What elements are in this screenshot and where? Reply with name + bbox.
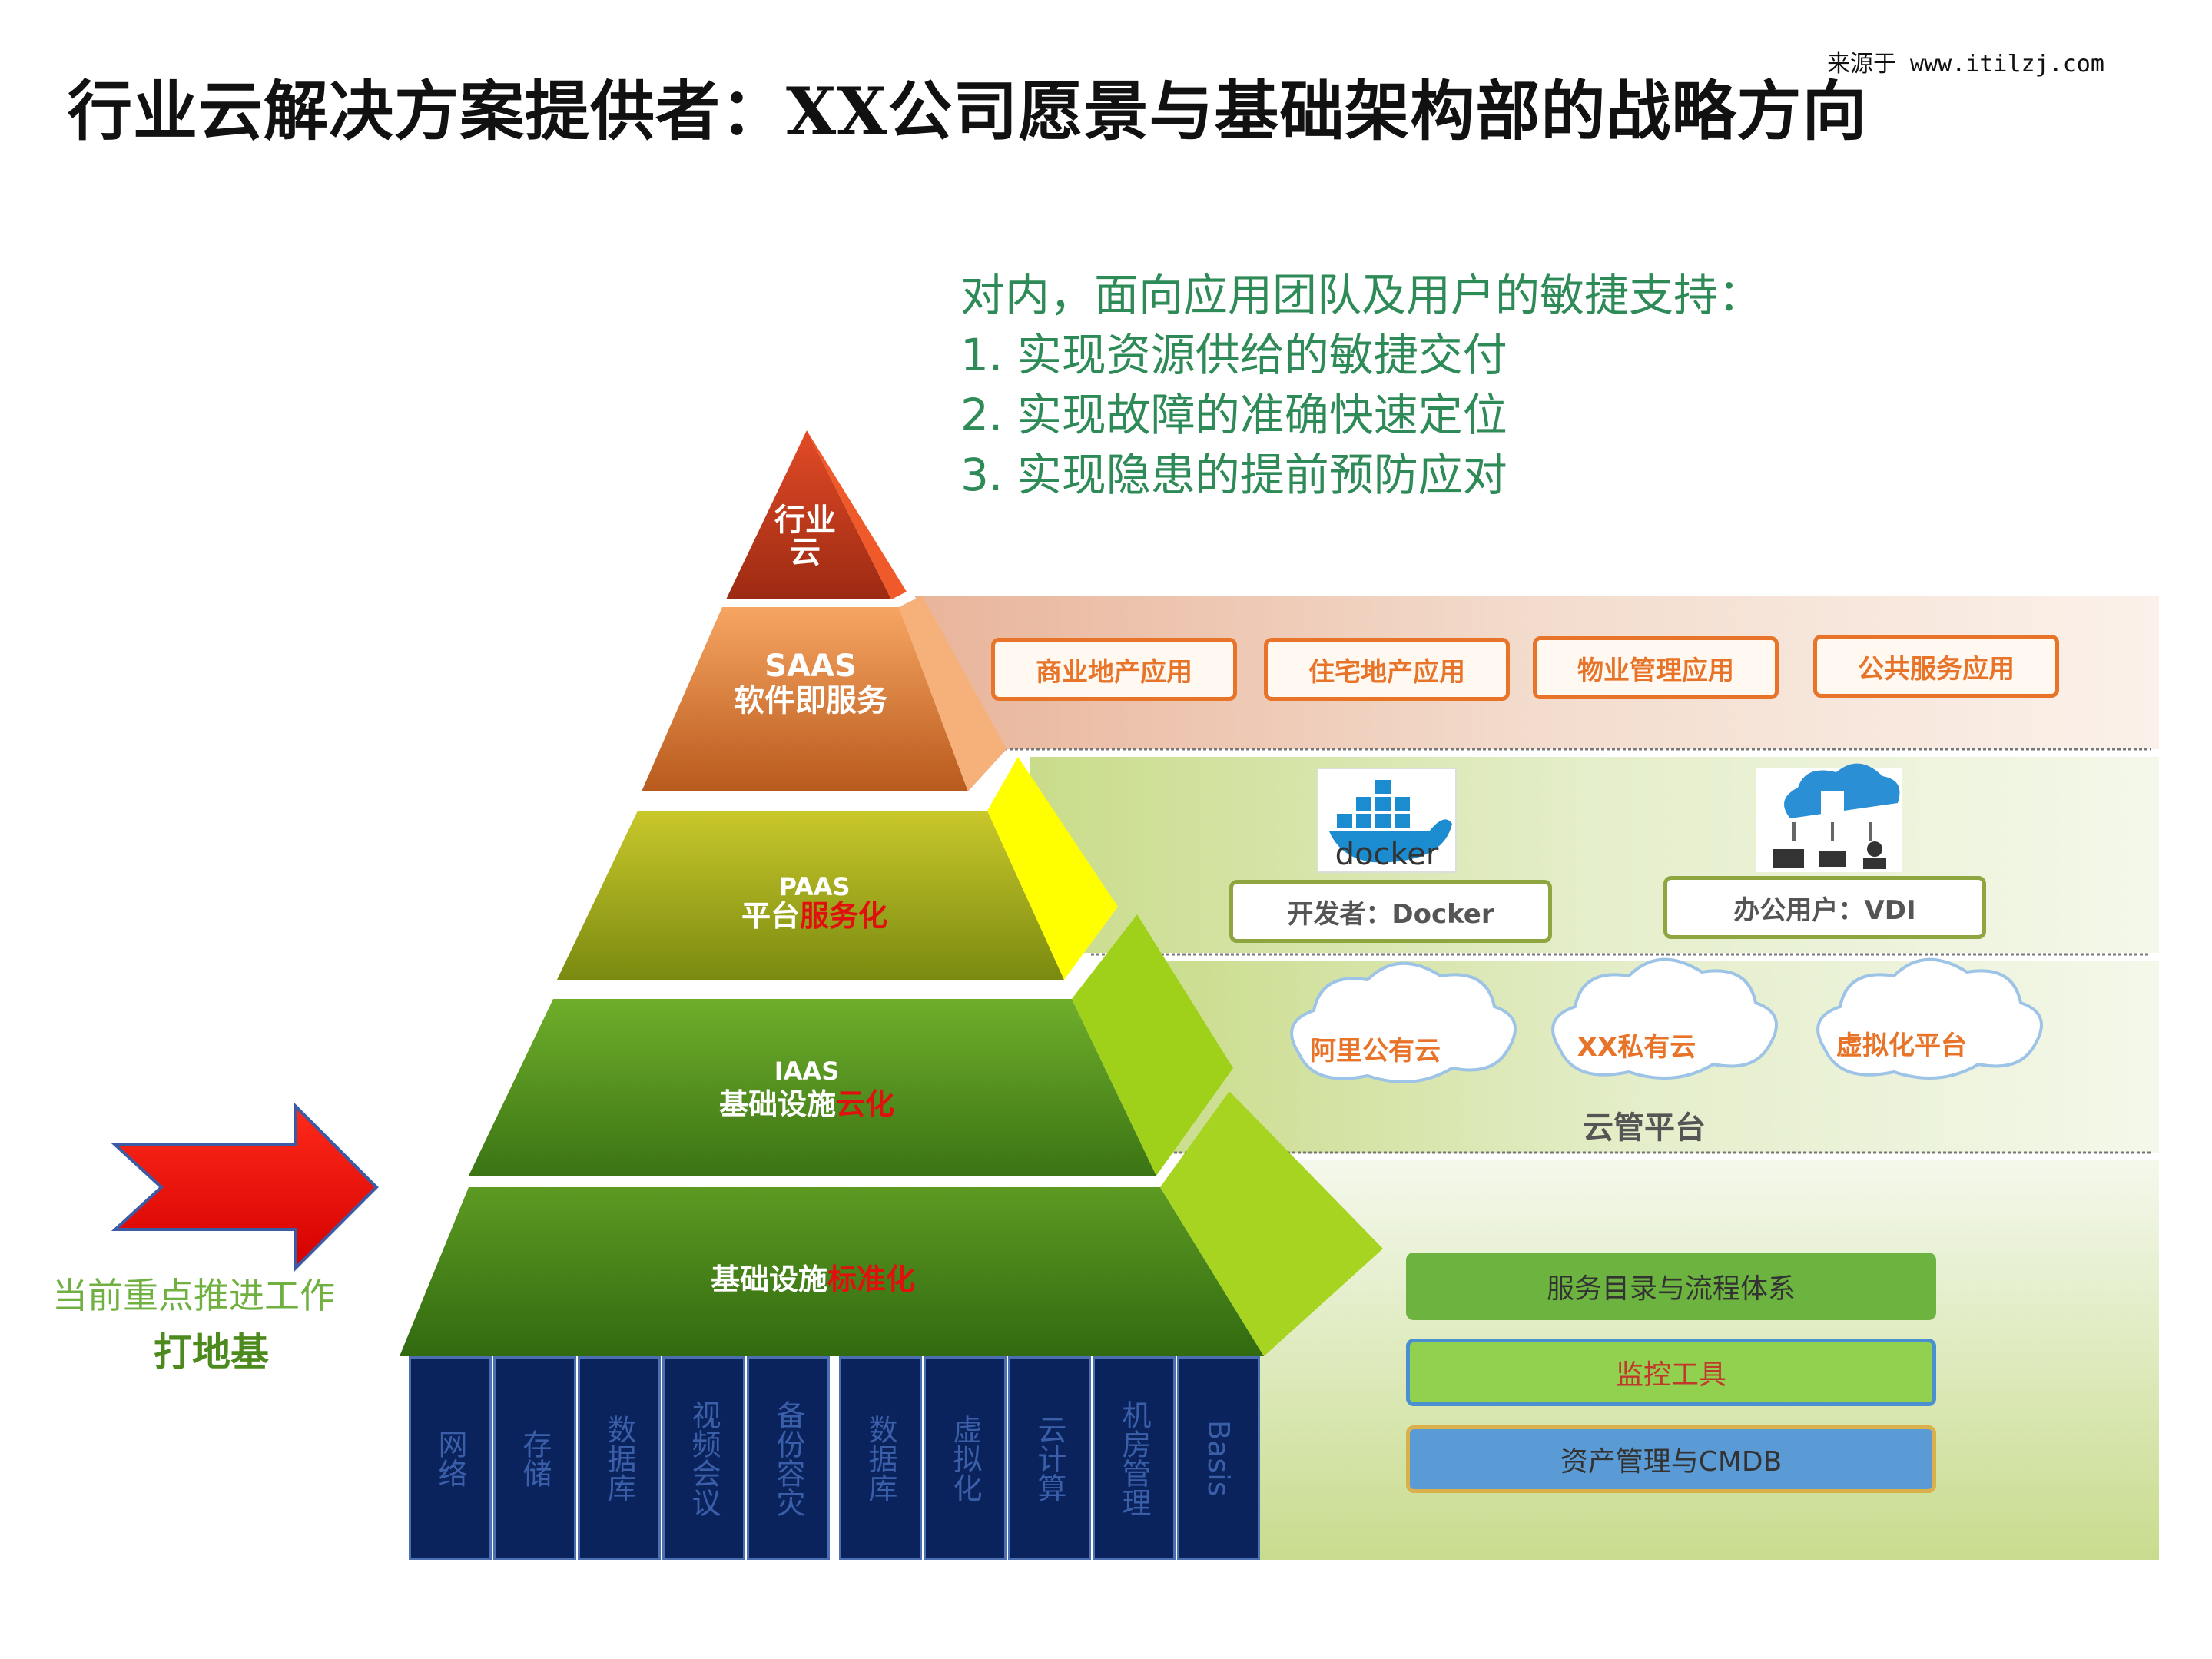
docker-logo-text: docker xyxy=(1335,837,1439,872)
tier-top-label-1: 行业 xyxy=(774,503,836,538)
infra-column-network: 网络 xyxy=(409,1356,492,1560)
iaas-label-1: IAAS xyxy=(774,1057,839,1086)
infra-column-video-conf: 视频会议 xyxy=(662,1356,745,1560)
source-note: 来源于 www.itilzj.com xyxy=(1827,51,2104,78)
tier-base-side xyxy=(1160,1091,1383,1356)
cloud-shape-2 xyxy=(1551,957,1778,1080)
saas-app-commercial: 商业地产应用 xyxy=(991,638,1237,701)
saas-label-2: 软件即服务 xyxy=(734,683,887,718)
tier-top-side xyxy=(807,430,907,599)
base-bar-monitoring: 监控工具 xyxy=(1406,1339,1936,1406)
intro-item-3: 3. 实现隐患的提前预防应对 xyxy=(960,449,1507,501)
paas-office-box: 办公用户：VDI xyxy=(1663,876,1986,939)
intro-item-2: 2. 实现故障的准确快速定位 xyxy=(960,389,1507,441)
infra-column-backup: 备份容灾 xyxy=(747,1356,830,1560)
saas-app-property: 物业管理应用 xyxy=(1533,636,1779,699)
tier-top xyxy=(726,430,891,599)
paas-developer-box: 开发者：Docker xyxy=(1229,880,1552,943)
intro-heading: 对内，面向应用团队及用户的敏捷支持： xyxy=(960,269,1763,321)
iaas-label-2: 基础设施云化 xyxy=(719,1087,894,1121)
cloud-shape-1 xyxy=(1290,961,1517,1083)
cloud-label-private: XX私有云 xyxy=(1577,1032,1696,1063)
cloud-label-virtual: 虚拟化平台 xyxy=(1836,1030,1967,1061)
infra-column-storage: 存储 xyxy=(493,1356,576,1560)
page-title: 行业云解决方案提供者：XX公司愿景与基础架构部的战略方向 xyxy=(68,73,1868,149)
vdi-cloud-icon xyxy=(1756,763,1902,872)
paas-label-2: 平台服务化 xyxy=(741,899,887,933)
tier-paas-side xyxy=(987,757,1118,980)
focus-arrow-icon xyxy=(111,1103,379,1272)
paas-label-1: PAAS xyxy=(778,872,850,901)
infra-column-datacenter: 机房管理 xyxy=(1093,1356,1176,1560)
saas-label-1: SAAS xyxy=(764,649,857,684)
base-bar-service-catalog: 服务目录与流程体系 xyxy=(1406,1253,1936,1320)
infra-column-database-2: 数据库 xyxy=(839,1356,922,1560)
infra-column-database: 数据库 xyxy=(578,1356,661,1560)
cloud-label-aliyun: 阿里公有云 xyxy=(1310,1036,1441,1067)
tier-top-label-2: 云 xyxy=(790,535,821,570)
docker-logo-icon: docker xyxy=(1317,768,1457,873)
infra-column-basis: Basis xyxy=(1177,1356,1260,1560)
tier-paas xyxy=(557,811,1064,980)
tier-saas xyxy=(642,607,968,791)
tier-saas-side xyxy=(899,596,1007,791)
tier-base xyxy=(400,1187,1264,1356)
base-label: 基础设施标准化 xyxy=(711,1262,915,1296)
focus-label: 当前重点推进工作 xyxy=(52,1275,335,1316)
focus-sublabel: 打地基 xyxy=(154,1330,269,1375)
saas-app-public: 公共服务应用 xyxy=(1813,635,2059,698)
intro-block: 对内，面向应用团队及用户的敏捷支持： 1. 实现资源供给的敏捷交付 2. 实现故… xyxy=(960,265,1763,505)
intro-item-1: 1. 实现资源供给的敏捷交付 xyxy=(960,329,1507,381)
paas-band xyxy=(1030,757,2159,953)
infra-column-virtualization: 虚拟化 xyxy=(924,1356,1007,1560)
base-bar-cmdb: 资产管理与CMDB xyxy=(1406,1425,1936,1493)
tier-iaas xyxy=(469,999,1156,1176)
cloud-mgmt-label: 云管平台 xyxy=(1583,1110,1706,1146)
tier-iaas-side xyxy=(1072,914,1233,1176)
saas-app-residential: 住宅地产应用 xyxy=(1264,638,1510,701)
cloud-shape-3 xyxy=(1816,957,2043,1080)
infra-column-cloud-computing: 云计算 xyxy=(1008,1356,1091,1560)
